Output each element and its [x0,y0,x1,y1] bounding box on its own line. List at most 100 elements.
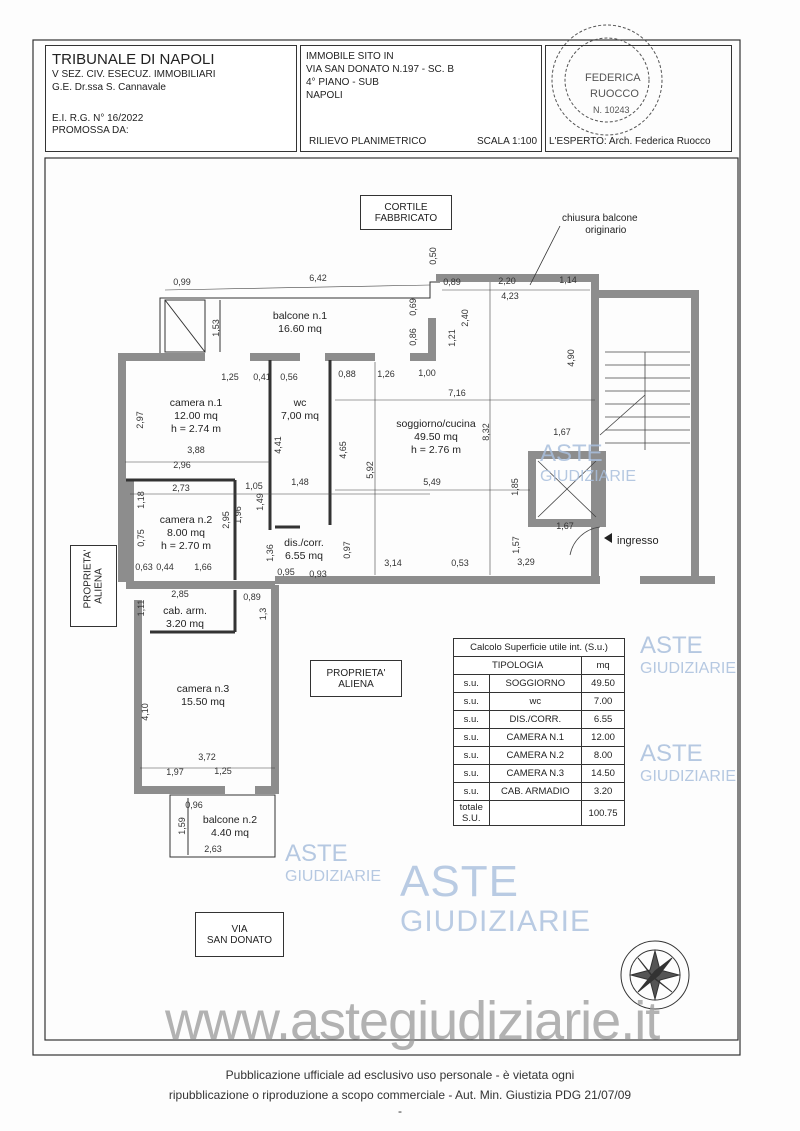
footer-line-1: Pubblicazione ufficiale ad esclusivo uso… [225,1068,575,1082]
table-cell-type: s.u. [453,782,490,801]
dimension-label: 1,96 [233,506,243,524]
balcony-note-line-1: chiusura balcone [562,213,638,224]
dimension-label: 1,14 [559,275,577,285]
table-cell-name: wc [488,692,583,711]
table-cell-name: CAMERA N.3 [488,764,583,783]
partitions [126,360,332,634]
dimension-label: 6,42 [309,273,327,283]
dimension-label: 1,59 [177,817,187,835]
dimension-label: 0,53 [451,558,469,568]
table-cell-name: CAB. ARMADIO [488,782,583,801]
promoted-by: PROMOSSA DA: [52,125,129,136]
dimension-label: 1,25 [221,372,239,382]
table-cell-type: s.u. [453,692,490,711]
compass-icon [620,940,690,1010]
courtyard-line-1: CORTILE [384,201,428,213]
dimension-label: 4,65 [338,441,348,459]
footer-line-3: - [398,1104,402,1118]
dimension-label: 2,97 [135,411,145,429]
dimension-label: 2,63 [204,844,222,854]
dimension-label: 1,85 [510,478,520,496]
dimension-label: 0,97 [342,541,352,559]
courtyard-label: CORTILE FABBRICATO [360,195,452,230]
expert-box: FEDERICA RUOCCO N. 10243 L'ESPERTO: Arch… [545,45,732,152]
footer-line-2: ripubblicazione o riproduzione a scopo c… [168,1088,632,1102]
stamp-line-2: RUOCCO [590,88,639,100]
table-cell-type: s.u. [453,746,490,765]
watermark-url: www.astegiudiziarie.it [165,991,660,1051]
dimension-label: 0,56 [280,372,298,382]
table-total-value: 100.75 [581,800,625,826]
dimension-label: 4,23 [501,291,519,301]
dimension-label: 2,20 [498,276,516,286]
dimension-label: 1,66 [194,562,212,572]
table-cell-mq: 49.50 [581,674,625,693]
table-cell-mq: 3.20 [581,782,625,801]
balcony-note-line-2: originario [585,225,627,236]
scale-label: SCALA 1:100 [477,136,538,147]
table-cell-name: DIS./CORR. [488,710,583,729]
table-cell-name: SOGGIORNO [488,674,583,693]
table-cell-name: CAMERA N.1 [488,728,583,747]
dimension-label: 0,41 [253,372,271,382]
foreign-left-line-2: ALIENA [93,568,105,604]
judge: G.E. Dr.ssa S. Cannavale [52,82,166,93]
leader-line [529,225,561,286]
stamp [551,24,663,136]
dimension-label: 1,26 [377,369,395,379]
dimension-label: 0,99 [173,277,191,287]
table-cell-type: s.u. [453,674,490,693]
dimension-label: 0,96 [185,800,203,810]
court-name: TRIBUNALE DI NAPOLI [52,51,215,68]
table-title: Calcolo Superficie utile int. (S.u.) [453,638,625,657]
dimension-label: 1,18 [136,491,146,509]
dimension-label: 0,88 [338,369,356,379]
court-section: V SEZ. CIV. ESECUZ. IMMOBILIARI [52,69,216,80]
table-cell-mq: 8.00 [581,746,625,765]
dimension-label: 0,95 [277,567,295,577]
dimension-label: 7,16 [448,388,466,398]
walls [118,274,715,794]
dimension-label: 2,73 [172,483,190,493]
property-city: NAPOLI [306,90,343,101]
foreign-property-center: PROPRIETA' ALIENA [310,660,402,697]
dimension-label: 2,40 [460,309,470,327]
dimension-label: 3,88 [187,445,205,455]
dimension-label: 1,48 [291,477,309,487]
dimension-label: 1,67 [553,427,571,437]
dimension-label: 1,97 [166,767,184,777]
property-info-box: IMMOBILE SITO IN VIA SAN DONATO N.197 - … [300,45,542,152]
dimension-label: 3,72 [198,752,216,762]
dimension-label: 1,36 [265,544,275,562]
dimension-label: 4,90 [566,349,576,367]
dimension-label: 1,00 [418,368,436,378]
foreign-center-line-2: ALIENA [338,678,374,690]
dimension-label: 0,75 [136,529,146,547]
dimension-label: 1,57 [511,536,521,554]
surface-table: Calcolo Superficie utile int. (S.u.) TIP… [452,638,625,826]
dimension-label: 0,93 [309,569,327,579]
table-cell-mq: 7.00 [581,692,625,711]
dimension-label: 3,29 [517,557,535,567]
dimension-label: 2,95 [221,511,231,529]
plan-frame [44,157,739,1041]
dimension-label: 1,21 [447,329,457,347]
balcony-note: chiusura balcone originario [562,213,638,237]
expert-name: L'ESPERTO: Arch. Federica Ruocco [549,136,711,147]
dimension-label: 0,86 [408,328,418,346]
table-cell-type: s.u. [453,764,490,783]
dimension-label: 0,89 [243,592,261,602]
dimension-label: 8,32 [481,423,491,441]
